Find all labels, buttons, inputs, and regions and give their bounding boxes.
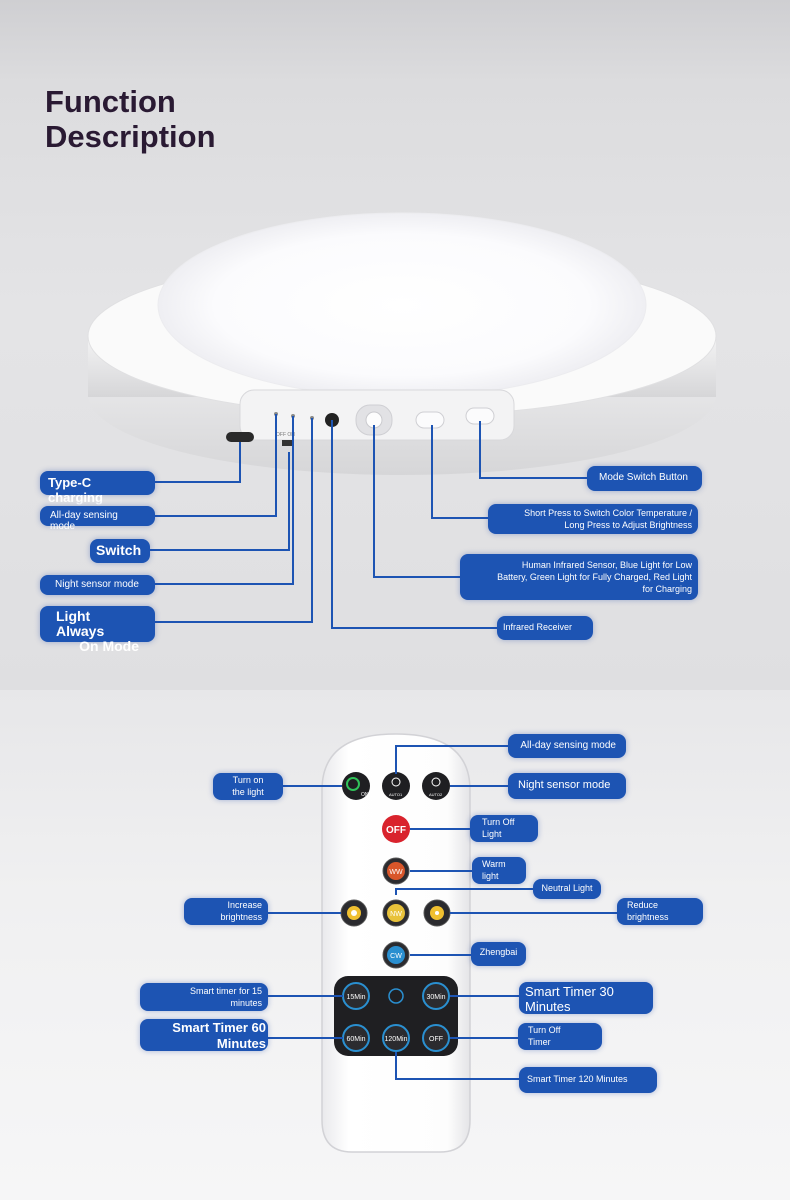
sun-large-icon [351, 910, 357, 916]
label-all-day-sensing: All-day sensing mode [40, 506, 155, 532]
remote-timer-off-button[interactable]: OFF [422, 1024, 450, 1052]
nw-label: NW [390, 911, 402, 918]
label-turn-off-light: Turn Off Light [470, 815, 538, 842]
label-increase-brightness: Increase brightness [184, 898, 268, 925]
label-light-always-on: Light Always On Mode [40, 606, 155, 654]
label-warm-light: Warm light [472, 857, 526, 884]
label-timer-15: Smart timer for 15 minutes [140, 983, 268, 1011]
switch-marks: OFF ON [276, 432, 295, 438]
color-temp-button [415, 411, 445, 429]
off-label: OFF [386, 825, 406, 836]
remote-auto1-button[interactable]: AUTO1 [382, 772, 410, 800]
remote-cw-button[interactable]: CW [382, 941, 410, 969]
lamp-leader-lines [150, 414, 587, 629]
label-turn-off-timer: Turn Off Timer [518, 1023, 602, 1050]
remote-leader-lines [266, 745, 617, 1080]
t60-label: 60Min [346, 1036, 365, 1043]
label-night-sensor: Night sensor mode [40, 575, 155, 595]
label-timer-120: Smart Timer 120 Minutes [519, 1067, 657, 1093]
remote-timer-30-button[interactable]: 30Min [422, 982, 450, 1010]
remote-auto2-button[interactable]: AUTO2 [422, 772, 450, 800]
title-line-1: Function [45, 84, 176, 119]
on-label: ON [361, 792, 369, 798]
label-switch: Switch [90, 539, 150, 563]
label-turn-on-light: Turn on the light [213, 773, 283, 800]
remote-ww-button[interactable]: WW [382, 857, 410, 885]
alarm-clock-icon [388, 988, 404, 1004]
remote-brightness-up-button[interactable] [340, 899, 368, 927]
lamp-control-panel: OFF ON [226, 389, 515, 446]
remote-nw-button[interactable]: NW [382, 899, 410, 927]
auto1-label: AUTO1 [389, 792, 403, 797]
label-type-c-charging: Type-C charging [40, 471, 155, 505]
title-line-2: Description [45, 119, 216, 154]
label-remote-all-day: All-day sensing mode [508, 734, 626, 758]
label-timer-30: Smart Timer 30 Minutes [519, 982, 653, 1014]
slide-switch [282, 440, 294, 446]
remote-on-button[interactable]: ON [342, 772, 370, 800]
label-neutral-light: Neutral Light [533, 879, 601, 899]
remote-timer-60-button[interactable]: 60Min [342, 1024, 370, 1052]
t30-label: 30Min [426, 994, 445, 1001]
label-mode-switch-button: Mode Switch Button [587, 466, 702, 491]
label-timer-60: Smart Timer 60 Minutes [140, 1019, 268, 1051]
label-remote-night-sensor: Night sensor mode [508, 773, 626, 799]
sun-small-icon [435, 911, 439, 915]
remote-timer-15-button[interactable]: 15Min [342, 982, 370, 1010]
label-reduce-brightness: Reduce brightness [617, 898, 703, 925]
auto2-label: AUTO2 [429, 792, 443, 797]
remote-brightness-down-button[interactable] [423, 899, 451, 927]
label-zhengbai: Zhengbai [471, 942, 526, 966]
label-short-press: Short Press to Switch Color Temperature … [488, 504, 698, 534]
ww-label: WW [389, 869, 403, 876]
label-infrared-receiver: Infrared Receiver [497, 616, 593, 640]
remote-timer-120-button[interactable]: 120Min [382, 1024, 410, 1052]
remote-off-button[interactable]: OFF [382, 815, 410, 843]
ceiling-lamp-illustration: OFF ON [87, 212, 717, 629]
label-human-infrared-sensor: Human Infrared Sensor, Blue Light for Lo… [460, 554, 698, 600]
t120-label: 120Min [385, 1036, 408, 1043]
toff-label: OFF [429, 1036, 443, 1043]
type-c-port-icon [226, 432, 254, 442]
t15-label: 15Min [346, 994, 365, 1001]
cw-label: CW [390, 953, 402, 960]
page-title: Function Description [45, 84, 216, 154]
